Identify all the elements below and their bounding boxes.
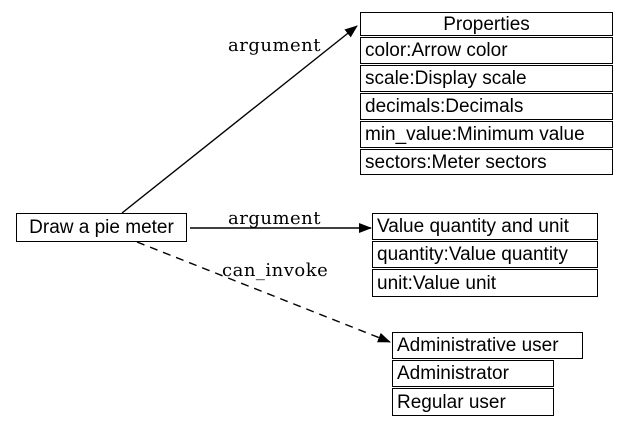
properties-table-header: Properties	[360, 12, 613, 36]
node-draw-pie-meter: Draw a pie meter	[16, 213, 187, 242]
properties-row-scale: scale:Display scale	[360, 65, 613, 92]
node-draw-pie-meter-label: Draw a pie meter	[29, 217, 174, 238]
user-row-administrator-label: Administrator	[397, 363, 509, 384]
value-table-title: Value quantity and unit	[377, 216, 569, 237]
user-row-regular-user-label: Regular user	[397, 391, 506, 413]
value-table-header: Value quantity and unit	[372, 213, 598, 240]
properties-row-sectors-label: sectors:Meter sectors	[365, 151, 547, 173]
properties-row-color-label: color:Arrow color	[365, 40, 508, 61]
edge-label-can-invoke: can_invoke	[222, 260, 329, 281]
edge-label-argument-2: argument	[228, 208, 321, 229]
can-invoke-edge	[136, 241, 391, 343]
properties-table-title: Properties	[443, 13, 530, 35]
properties-row-sectors: sectors:Meter sectors	[360, 149, 613, 175]
value-row-unit-label: unit:Value unit	[377, 272, 497, 294]
argument-edge-1	[121, 25, 358, 214]
properties-row-min-value-label: min_value:Minimum value	[365, 124, 585, 145]
user-row-administrator: Administrator	[392, 360, 554, 387]
user-table-header: Administrative user	[392, 332, 583, 359]
user-row-regular-user: Regular user	[392, 388, 554, 416]
properties-row-decimals-label: decimals:Decimals	[365, 96, 524, 117]
value-row-unit: unit:Value unit	[372, 269, 598, 297]
value-row-quantity-label: quantity:Value quantity	[377, 244, 568, 265]
properties-row-decimals: decimals:Decimals	[360, 93, 613, 120]
user-table-title: Administrative user	[397, 335, 559, 356]
properties-row-color: color:Arrow color	[360, 37, 613, 64]
properties-row-scale-label: scale:Display scale	[365, 68, 527, 89]
edge-label-argument-1: argument	[228, 35, 321, 56]
value-row-quantity: quantity:Value quantity	[372, 241, 598, 268]
properties-row-min-value: min_value:Minimum value	[360, 121, 613, 148]
